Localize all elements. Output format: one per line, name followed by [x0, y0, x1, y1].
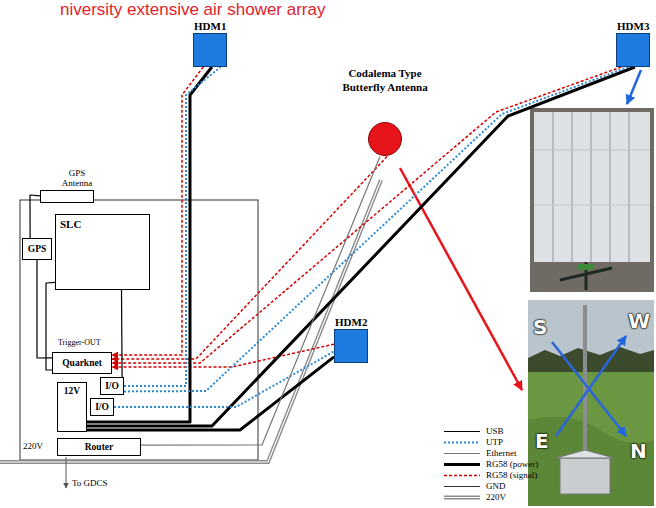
compass-letter: N: [630, 440, 647, 462]
legend-row: RG58 (power): [444, 459, 538, 470]
legend-text: Ethernet: [486, 448, 517, 459]
panel-handle-grip: [578, 264, 594, 270]
cable-line: [114, 351, 334, 407]
legend-line: [444, 475, 480, 477]
radio-antenna: Codalema Type Butterfly Antenna: [335, 66, 435, 157]
module-label: HDM1: [193, 20, 227, 33]
compass-letter: W: [628, 310, 650, 332]
gps-box: GPS: [22, 238, 52, 260]
computer-box: SLC: [55, 214, 150, 290]
legend-sample: [444, 482, 480, 491]
io-box: I/O: [90, 398, 114, 416]
module-label: HDM3: [616, 20, 650, 33]
antenna-photo: [528, 300, 654, 506]
polarization-arrow: [552, 342, 626, 436]
legend-text: USB: [486, 426, 504, 437]
legend-text: RG58 (signal): [486, 470, 537, 481]
pointer-arrow: [400, 168, 522, 390]
detector-module: HDM2: [334, 316, 368, 363]
voltage-label: 220V: [23, 441, 43, 452]
photo-sky: [528, 300, 654, 358]
antenna-box: [560, 458, 610, 494]
cable-line: [124, 67, 628, 391]
router-box: Router: [57, 438, 141, 456]
uplink-arrow: [66, 457, 67, 488]
signal-label: Trigger-OUT: [58, 338, 101, 348]
legend-sample: [444, 471, 480, 480]
detector-module: HDM3: [616, 20, 650, 67]
legend-line: [444, 431, 480, 432]
compass-letter: E: [535, 430, 549, 452]
panel-seams: [534, 150, 650, 205]
legend-line: [444, 442, 480, 444]
box-label: Router: [85, 442, 114, 452]
title-text: niversity extensive air shower array: [60, 0, 325, 20]
cable-line: [112, 67, 621, 363]
compass-letter: S: [533, 316, 547, 338]
panel-surface: [534, 112, 650, 262]
legend-line: [444, 463, 480, 466]
module-body: [334, 329, 368, 363]
detector-module: HDM1: [193, 20, 227, 67]
daq-board-box: Quarknet: [52, 352, 112, 374]
module-body: [616, 33, 650, 67]
box-label: Quarknet: [62, 358, 102, 368]
panel-photo: [530, 108, 654, 292]
panel-handle: [560, 262, 612, 290]
antenna-disc: [369, 122, 402, 155]
cable-line: [87, 357, 334, 430]
legend-row: GND: [444, 481, 538, 492]
legend-text: RG58 (power): [486, 459, 538, 470]
legend-sample: [444, 427, 480, 436]
legend-sample: [444, 449, 480, 458]
antenna-symbol: [367, 121, 403, 157]
legend-row: Ethernet: [444, 448, 538, 459]
legend-line: [444, 496, 480, 500]
legend-line: [444, 453, 480, 454]
legend-line: [444, 497, 480, 498]
gps-antenna-label: GPS Antenna: [56, 168, 98, 189]
destination-label: To GDCS: [72, 478, 108, 489]
antenna-label: Codalema Type Butterfly Antenna: [341, 66, 429, 95]
legend-row: RG58 (signal): [444, 470, 538, 481]
box-label: I/O: [105, 381, 119, 391]
gps-antenna-box: GPS Antenna: [40, 168, 98, 203]
legend-line: [444, 486, 480, 487]
legend-text: 220V: [486, 492, 506, 503]
io-box: I/O: [100, 377, 124, 395]
module-body: [193, 33, 227, 67]
photo-trees: [528, 347, 654, 372]
photo-grass: [528, 417, 654, 506]
box-label: 12V: [64, 386, 80, 396]
cable-line: [112, 344, 334, 367]
legend-sample: [444, 438, 480, 447]
pointer-arrow: [627, 70, 641, 104]
legend-text: GND: [486, 481, 506, 492]
box-label: GPS: [28, 244, 46, 254]
legend-text: UTP: [486, 437, 503, 448]
module-label: HDM2: [334, 316, 368, 329]
legend-row: 220V: [444, 492, 538, 503]
legend-row: UTP: [444, 437, 538, 448]
legend: USBUTPEthernetRG58 (power)RG58 (signal)G…: [444, 426, 538, 503]
box-label: SLC: [60, 218, 81, 230]
antenna-box-lid: [556, 450, 614, 458]
cable-line: [87, 67, 635, 426]
cable-line: [121, 290, 123, 377]
panel-strips: [553, 112, 629, 262]
legend-sample: [444, 460, 480, 469]
power-supply-box: 12V: [57, 382, 87, 432]
legend-sample: [444, 493, 480, 502]
cable-line: [37, 260, 52, 358]
box-label: I/O: [95, 402, 109, 412]
cable-line: [30, 195, 40, 238]
legend-row: USB: [444, 426, 538, 437]
gps-antenna-body: [40, 190, 94, 203]
cable-line: [141, 157, 380, 446]
